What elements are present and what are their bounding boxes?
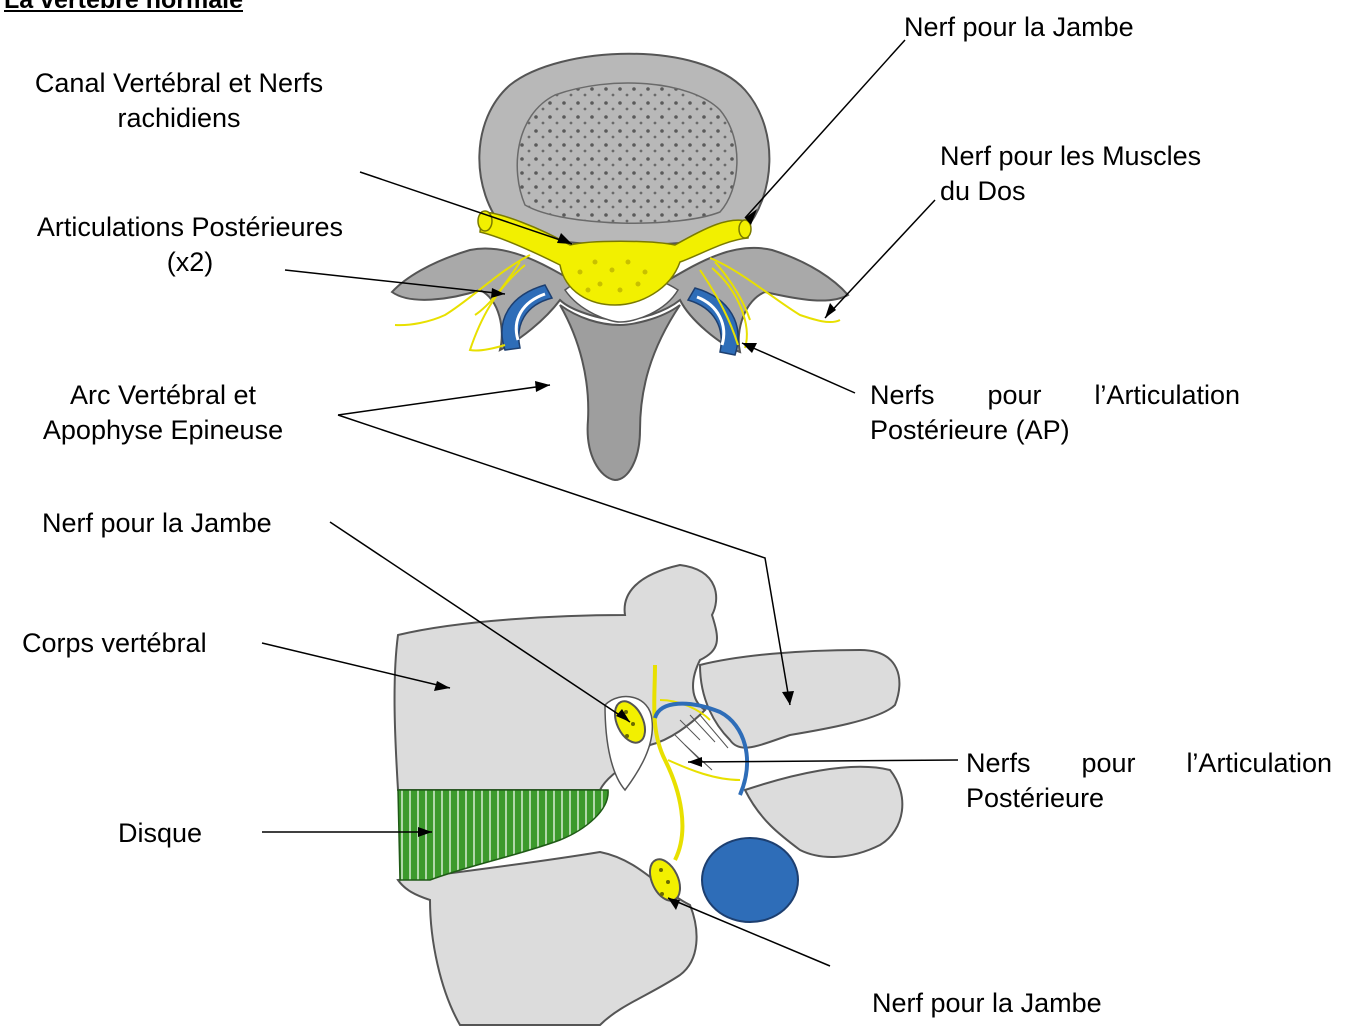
superior-articular-process — [700, 650, 899, 748]
side-vertebra — [395, 565, 903, 1025]
label-canal-vertebral: Canal Vertébral et Nerfs rachidiens — [8, 66, 350, 136]
leader-muscles — [825, 200, 935, 318]
vertebral-body-center — [517, 83, 737, 223]
leader-nerf-jambe-top — [745, 40, 905, 218]
leader-nerfs-post — [688, 760, 958, 762]
leader-arc-1 — [338, 385, 550, 415]
label-corps-vertebral: Corps vertébral — [22, 626, 207, 661]
label-nerf-muscles-dos: Nerf pour les Muscles du Dos — [940, 139, 1201, 209]
label-articulations-posterieures: Articulations Postérieures (x2) — [8, 210, 372, 280]
label-nerf-jambe-mid: Nerf pour la Jambe — [42, 506, 272, 541]
synovial-cyst — [702, 838, 798, 922]
upper-vertebral-body — [395, 565, 717, 790]
label-nerf-jambe-bottom: Nerf pour la Jambe — [872, 986, 1102, 1021]
label-nerf-jambe-top: Nerf pour la Jambe — [904, 10, 1134, 45]
spinous-process — [560, 305, 680, 480]
page-title: La vertèbre normale — [4, 0, 243, 15]
leader-nerfs-ap — [742, 343, 855, 393]
top-vertebra — [392, 54, 848, 480]
label-arc-vertebral: Arc Vertébral et Apophyse Epineuse — [8, 378, 318, 448]
label-disque: Disque — [118, 816, 202, 851]
